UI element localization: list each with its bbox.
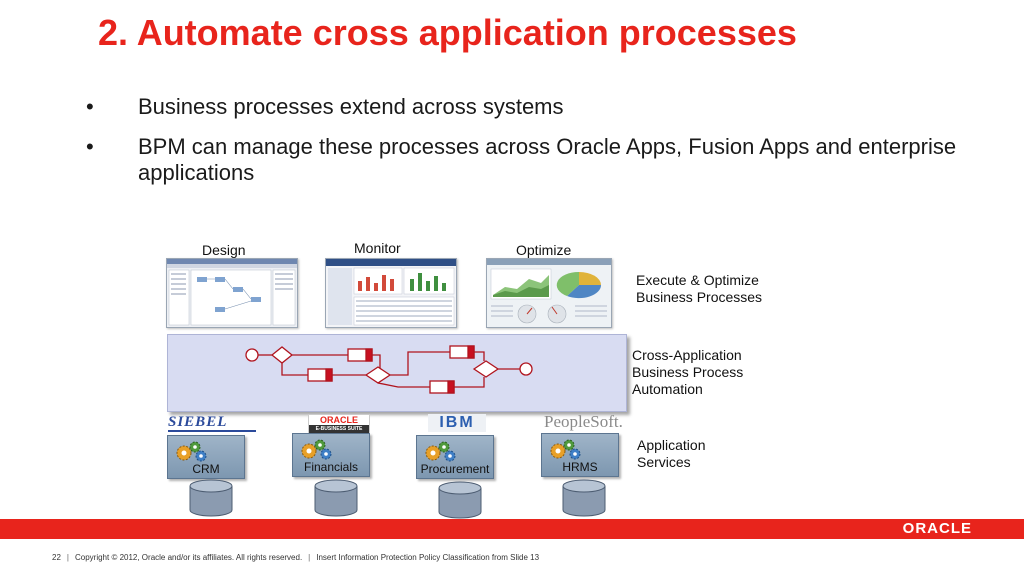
- bullet-text: Business processes extend across systems: [138, 94, 564, 119]
- services-line-2: Services: [637, 454, 691, 470]
- optimize-screenshot: [486, 258, 612, 328]
- database-icon: [314, 479, 358, 517]
- siebel-logo: SIEBEL: [168, 414, 228, 430]
- execute-line-1: Execute & Optimize: [636, 272, 759, 288]
- services-label: Application Services: [637, 437, 706, 471]
- service-label-crm: CRM: [192, 462, 220, 476]
- design-label: Design: [202, 242, 246, 258]
- database-icon: [189, 479, 233, 517]
- crm-service: CRM: [167, 435, 245, 479]
- bullet-list: • Business processes extend across syste…: [86, 94, 966, 200]
- process-flow-band: [167, 334, 627, 412]
- database-icon: [438, 481, 482, 519]
- siebel-underline: [168, 430, 256, 432]
- automation-label: Cross-Application Business Process Autom…: [632, 347, 743, 398]
- execute-line-2: Business Processes: [636, 289, 763, 305]
- oracle-ebs-logo: ORACLE E-BUSINESS SUITE: [308, 414, 370, 436]
- bullet-text: BPM can manage these processes across Or…: [138, 134, 957, 185]
- design-screenshot: [166, 258, 298, 328]
- bullet-item: • BPM can manage these processes across …: [86, 134, 966, 186]
- footer-separator: |: [308, 553, 311, 562]
- classification-text: Insert Information Protection Policy Cla…: [316, 553, 540, 562]
- bullet-item: • Business processes extend across syste…: [86, 94, 966, 120]
- footer-separator: |: [66, 553, 69, 562]
- gears-icon: [176, 441, 207, 462]
- monitor-label: Monitor: [354, 240, 401, 256]
- service-label-hrms: HRMS: [562, 460, 598, 474]
- footer-red-bar: [0, 519, 1024, 539]
- page-number: 22: [52, 553, 61, 562]
- monitor-screenshot: [325, 258, 457, 328]
- bullet-marker: •: [86, 94, 94, 119]
- financials-service: Financials: [292, 433, 370, 477]
- gears-icon: [550, 439, 581, 460]
- ebs-logo-text: E-BUSINESS SUITE: [309, 425, 369, 433]
- hrms-service: HRMS: [541, 433, 619, 477]
- execute-optimize-label: Execute & Optimize Business Processes: [636, 272, 762, 306]
- process-flow-diagram: [245, 345, 533, 394]
- oracle-footer-logo: ORACLE: [902, 520, 972, 537]
- optimize-label: Optimize: [516, 242, 572, 258]
- gears-icon: [301, 439, 332, 460]
- automation-line-2: Business Process: [632, 364, 744, 380]
- automation-line-1: Cross-Application: [632, 347, 742, 363]
- services-line-1: Application: [637, 437, 706, 453]
- service-label-procurement: Procurement: [420, 462, 490, 476]
- ibm-logo: IBM: [428, 414, 486, 432]
- ibm-logo-text: IBM: [439, 414, 475, 431]
- automation-line-3: Automation: [632, 381, 703, 397]
- gears-icon: [425, 441, 456, 462]
- service-label-financials: Financials: [303, 460, 359, 474]
- database-icon: [562, 479, 606, 517]
- footer-text: 22 | Copyright © 2012, Oracle and/or its a…: [52, 553, 539, 562]
- copyright-text: Copyright © 2012, Oracle and/or its affi…: [74, 553, 303, 562]
- bullet-marker: •: [86, 134, 94, 159]
- oracle-logo-text: ORACLE: [320, 415, 358, 425]
- peoplesoft-logo: PeopleSoft.: [544, 412, 623, 431]
- procurement-service: Procurement: [416, 435, 494, 479]
- slide-title: 2. Automate cross application processes: [98, 12, 797, 53]
